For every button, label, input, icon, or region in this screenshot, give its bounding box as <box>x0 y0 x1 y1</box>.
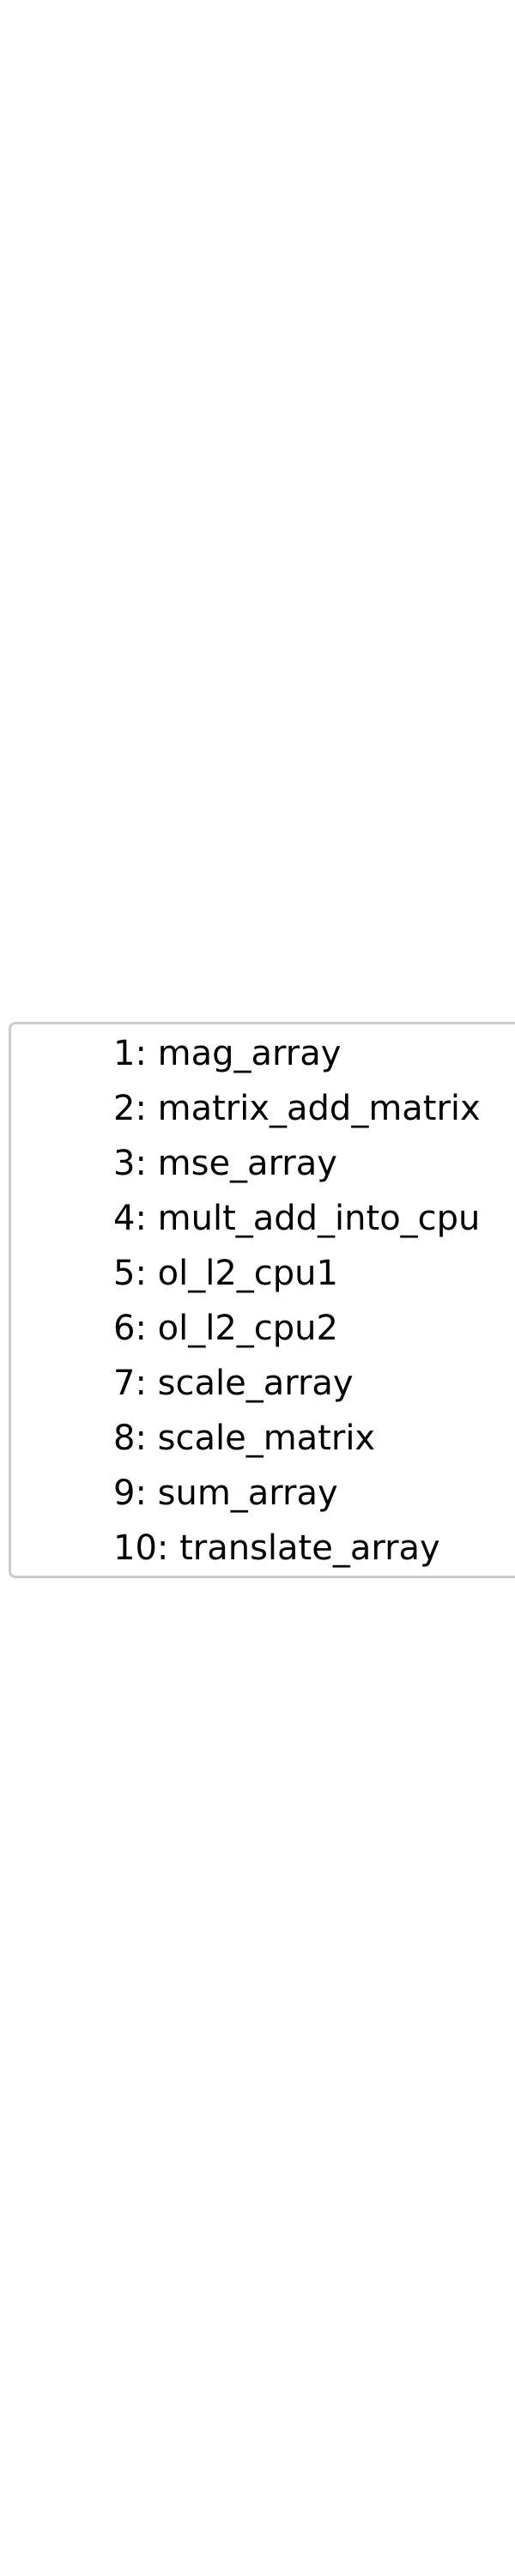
legend-entry: 5: ol_l2_cpu1 <box>113 1254 338 1293</box>
legend-entry: 4: mult_add_into_cpu <box>113 1199 481 1238</box>
legend-entry: 6: ol_l2_cpu2 <box>113 1309 338 1348</box>
legend-entry: 9: sum_array <box>113 1473 338 1513</box>
legend-entry: 1: mag_array <box>113 1034 342 1073</box>
legend-entry: 7: scale_array <box>113 1364 354 1403</box>
legend-box <box>9 1022 515 1578</box>
legend: 1: mag_array 2: matrix_add_matrix 3: mse_a… <box>113 1026 481 1576</box>
legend-entry: 2: matrix_add_matrix <box>113 1089 481 1128</box>
legend-entry: 10: translate_array <box>113 1528 440 1568</box>
legend-entry: 8: scale_matrix <box>113 1419 376 1458</box>
legend-entry: 3: mse_array <box>113 1144 337 1183</box>
